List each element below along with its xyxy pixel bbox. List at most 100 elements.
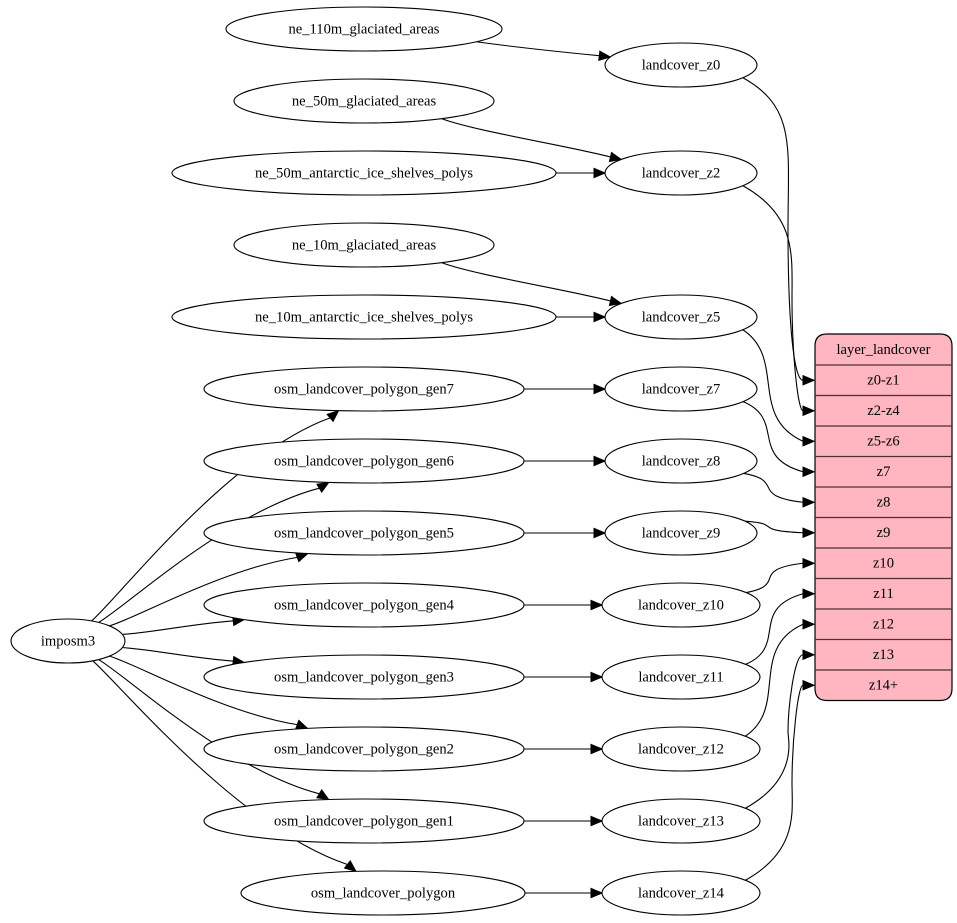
layer-table-row-z14+[interactable]: z14+ (869, 678, 898, 694)
edge-landcover_z5-to-layer_landcover_z5-z6 (741, 328, 804, 442)
node-shape-landcover_z2 (604, 150, 758, 196)
layer-table-row-z7[interactable]: z7 (877, 464, 891, 480)
edge-arrowhead (802, 618, 816, 630)
node-ne_50m_antarctic_ice_shelves_polys[interactable]: ne_50m_antarctic_ice_shelves_polys (171, 150, 557, 196)
node-label-osm_landcover_polygon_gen6: osm_landcover_polygon_gen6 (274, 453, 454, 469)
node-ne_10m_antarctic_ice_shelves_polys[interactable]: ne_10m_antarctic_ice_shelves_polys (171, 294, 557, 340)
node-osm_landcover_polygon_gen1[interactable]: osm_landcover_polygon_gen1 (203, 798, 525, 844)
node-ne_10m_glaciated_areas[interactable]: ne_10m_glaciated_areas (233, 222, 495, 268)
node-label-imposm3: imposm3 (41, 633, 95, 649)
edge-arrowhead (608, 295, 623, 307)
layer-table-row-z11[interactable]: z11 (873, 586, 894, 602)
edge-arrowhead (590, 671, 604, 683)
edge-arrowhead (593, 455, 607, 467)
node-label-landcover_z5: landcover_z5 (642, 309, 721, 325)
node-osm_landcover_polygon_gen6[interactable]: osm_landcover_polygon_gen6 (203, 438, 525, 484)
edges-layer (91, 41, 816, 899)
node-landcover_z8[interactable]: landcover_z8 (604, 438, 758, 484)
node-shape-ne_50m_glaciated_areas (233, 78, 495, 124)
edge-landcover_z10-to-layer_landcover_z10 (744, 562, 804, 594)
edge-arrowhead (802, 679, 816, 691)
node-label-osm_landcover_polygon_gen4: osm_landcover_polygon_gen4 (274, 597, 455, 613)
edge-arrowhead (802, 435, 816, 447)
layer-table-row-z8[interactable]: z8 (877, 495, 891, 511)
edge-arrowhead (802, 466, 816, 478)
layer-table-row-z9[interactable]: z9 (877, 525, 891, 541)
node-osm_landcover_polygon_gen4[interactable]: osm_landcover_polygon_gen4 (203, 582, 525, 628)
node-ne_50m_glaciated_areas[interactable]: ne_50m_glaciated_areas (233, 78, 495, 124)
edge-arrowhead (590, 743, 604, 755)
node-osm_landcover_polygon_gen5[interactable]: osm_landcover_polygon_gen5 (203, 510, 525, 556)
node-shape-ne_110m_glaciated_areas (225, 6, 503, 52)
edge-arrowhead (608, 151, 623, 163)
edge-arrowhead (590, 815, 604, 827)
edge-arrowhead (294, 552, 309, 563)
edge-arrowhead (593, 527, 607, 539)
layer-table-row-z5-z6[interactable]: z5-z6 (867, 434, 899, 450)
node-shape-landcover_z12 (601, 726, 761, 772)
layer-table-row-z13[interactable]: z13 (873, 647, 894, 663)
edge-landcover_z12-to-layer_landcover_z12 (743, 623, 804, 738)
node-landcover_z14[interactable]: landcover_z14 (601, 870, 761, 916)
node-landcover_z13[interactable]: landcover_z13 (601, 798, 761, 844)
node-shape-landcover_z7 (604, 366, 758, 412)
edge-landcover_z9-to-layer_landcover_z9 (741, 520, 804, 534)
node-landcover_z11[interactable]: landcover_z11 (601, 654, 761, 700)
node-label-landcover_z8: landcover_z8 (642, 453, 721, 469)
edge-imposm3-to-osm_landcover_polygon_gen7 (91, 417, 331, 622)
edge-landcover_z13-to-layer_landcover_z13 (743, 654, 804, 810)
node-osm_landcover_polygon_gen3[interactable]: osm_landcover_polygon_gen3 (203, 654, 525, 700)
node-shape-landcover_z13 (601, 798, 761, 844)
edge-imposm3-to-osm_landcover_polygon_gen4 (122, 620, 234, 635)
node-label-osm_landcover_polygon_gen1: osm_landcover_polygon_gen1 (274, 813, 454, 829)
node-landcover_z12[interactable]: landcover_z12 (601, 726, 761, 772)
edge-landcover_z2-to-layer_landcover_z2-z4 (741, 184, 804, 412)
node-label-osm_landcover_polygon_gen7: osm_landcover_polygon_gen7 (274, 381, 454, 397)
node-ne_110m_glaciated_areas[interactable]: ne_110m_glaciated_areas (225, 6, 503, 52)
layer-table-row-z12[interactable]: z12 (873, 617, 894, 633)
node-shape-landcover_z0 (604, 42, 758, 88)
node-landcover_z7[interactable]: landcover_z7 (604, 366, 758, 412)
edge-ne_110m_glaciated_areas-to-landcover_z0 (476, 41, 600, 57)
node-landcover_z5[interactable]: landcover_z5 (604, 294, 758, 340)
node-label-landcover_z9: landcover_z9 (642, 525, 721, 541)
node-osm_landcover_polygon_gen2[interactable]: osm_landcover_polygon_gen2 (203, 726, 525, 772)
edge-arrowhead (590, 887, 604, 899)
edge-arrowhead (593, 167, 607, 179)
node-shape-osm_landcover_polygon_gen1 (203, 798, 525, 844)
layer-table-row-z2-z4[interactable]: z2-z4 (867, 403, 900, 419)
edge-arrowhead (294, 719, 309, 730)
edge-landcover_z7-to-layer_landcover_z7 (741, 400, 804, 473)
edge-imposm3-to-osm_landcover_polygon (92, 660, 348, 866)
node-imposm3[interactable]: imposm3 (10, 618, 126, 664)
node-landcover_z9[interactable]: landcover_z9 (604, 510, 758, 556)
node-shape-osm_landcover_polygon_gen5 (203, 510, 525, 556)
node-shape-osm_landcover_polygon_gen6 (203, 438, 525, 484)
node-shape-osm_landcover_polygon_gen2 (203, 726, 525, 772)
node-landcover_z10[interactable]: landcover_z10 (601, 582, 761, 628)
node-landcover_z2[interactable]: landcover_z2 (604, 150, 758, 196)
node-label-osm_landcover_polygon_gen5: osm_landcover_polygon_gen5 (274, 525, 454, 541)
edge-arrowhead (802, 649, 816, 661)
node-shape-osm_landcover_polygon_gen7 (203, 366, 525, 412)
edge-landcover_z14-to-layer_landcover_z14_ (743, 684, 804, 882)
node-label-ne_110m_glaciated_areas: ne_110m_glaciated_areas (288, 21, 439, 37)
node-landcover_z0[interactable]: landcover_z0 (604, 42, 758, 88)
layer-landcover-table[interactable]: layer_landcoverz0-z1z2-z4z5-z6z7z8z9z10z… (814, 333, 953, 702)
layer-table-row-z0-z1[interactable]: z0-z1 (867, 373, 899, 389)
edge-landcover_z8-to-layer_landcover_z8 (741, 472, 804, 503)
edge-landcover_z0-to-layer_landcover_z0-z1 (741, 76, 804, 381)
edge-arrowhead (316, 788, 330, 801)
node-osm_landcover_polygon[interactable]: osm_landcover_polygon (240, 870, 526, 916)
nodes-layer: imposm3 ne_110m_glaciated_areas ne_50m_gla… (10, 6, 761, 916)
node-label-ne_50m_antarctic_ice_shelves_polys: ne_50m_antarctic_ice_shelves_polys (255, 165, 473, 181)
node-shape-ne_50m_antarctic_ice_shelves_polys (171, 150, 557, 196)
edge-arrowhead (802, 496, 816, 508)
layer-table-row-z10[interactable]: z10 (873, 556, 894, 572)
edge-arrowhead (802, 405, 816, 417)
node-label-ne_10m_glaciated_areas: ne_10m_glaciated_areas (292, 237, 437, 253)
node-osm_landcover_polygon_gen7[interactable]: osm_landcover_polygon_gen7 (203, 366, 525, 412)
edge-arrowhead (802, 557, 816, 569)
